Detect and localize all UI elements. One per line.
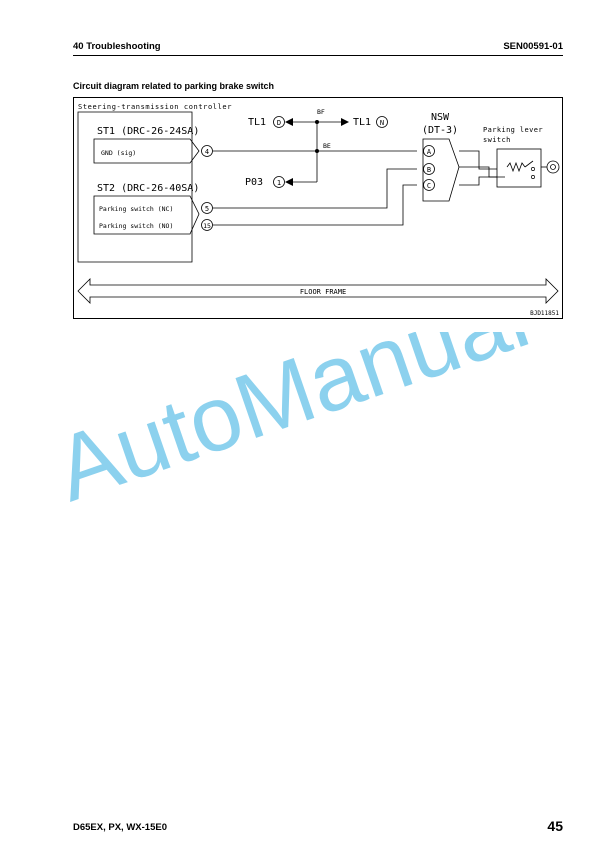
lever-switch-box <box>496 148 542 188</box>
nsw-pin-c: C <box>427 182 431 190</box>
header-rule <box>73 55 563 57</box>
tl1-left-pin-circle <box>273 116 285 128</box>
section-title: Circuit diagram related to parking brake… <box>73 81 275 91</box>
st1-pin-label: GND (sig) <box>101 149 136 157</box>
header-doc-code: SEN00591-01 <box>503 41 563 52</box>
st2-pin1: 5 <box>205 205 209 213</box>
wire-be-label: BE <box>323 142 331 150</box>
tl1-left-label: TL1 <box>248 117 266 128</box>
nsw-connector: (DT-3) <box>422 125 458 136</box>
st2-pin2-label: Parking switch (NO) <box>99 222 173 230</box>
st1-pin: 4 <box>205 148 209 156</box>
p03-pin-circle <box>273 176 285 188</box>
lever-spring <box>506 161 526 173</box>
st2-label: ST2 (DRC-26-40SA) <box>97 183 199 194</box>
arrow-p03 <box>285 178 293 186</box>
p03-label: P03 <box>245 177 263 188</box>
nsw-label: NSW <box>431 112 450 123</box>
footer-models: D65EX, PX, WX-15E0 <box>73 822 167 833</box>
st1-pin-circle <box>201 145 213 157</box>
diagram-frame <box>73 97 563 319</box>
wire-a-out <box>459 150 497 170</box>
st2-pin1-label: Parking switch (NC) <box>99 205 173 213</box>
wire-bf-label: BF <box>317 108 325 116</box>
watermark-text: AutoManual <box>60 332 541 521</box>
nsw-box <box>422 138 460 202</box>
controller-label: Steering-transmission controller <box>78 103 232 111</box>
wire-no <box>213 184 417 226</box>
wire-nc <box>213 168 417 209</box>
header-section: 40 Troubleshooting <box>73 41 161 52</box>
wire-b-out <box>459 166 505 178</box>
st2-pin2-circle <box>201 219 213 231</box>
watermark: AutoManual <box>43 265 570 532</box>
circuit-diagram: Steering-transmission controller ST1 (DR… <box>73 97 563 319</box>
st2-pin1-circle <box>201 202 213 214</box>
tl1-right-pin-circle <box>376 116 388 128</box>
tl1-right-pin: N <box>380 119 384 127</box>
nsw-pin-a-circle <box>423 145 435 157</box>
controller-box <box>77 111 193 263</box>
lever-knob-inner <box>550 164 556 170</box>
arrow-tl1-left <box>285 118 293 126</box>
p03-pin: 1 <box>277 179 281 187</box>
floor-frame-label: FLOOR FRAME <box>300 288 346 296</box>
tl1-left-pin: D <box>277 119 281 127</box>
lever-label-2: switch <box>483 136 511 144</box>
page-number: 45 <box>547 818 563 834</box>
nsw-pin-c-circle <box>423 179 435 191</box>
lever-contact-dot-1 <box>531 167 535 171</box>
st2-pin2: 15 <box>203 222 211 230</box>
lever-contact <box>524 160 534 168</box>
st1-box <box>93 138 200 164</box>
nsw-pin-b: B <box>427 166 431 174</box>
nsw-pin-b-circle <box>423 163 435 175</box>
lever-knob-outer <box>546 160 560 174</box>
tl1-right-label: TL1 <box>353 117 371 128</box>
floor-frame-arrow <box>77 278 559 304</box>
lever-label-1: Parking lever <box>483 126 543 134</box>
arrow-tl1-right <box>341 118 349 126</box>
nsw-pin-a: A <box>427 148 432 156</box>
wire-c-out <box>459 176 497 186</box>
st1-label: ST1 (DRC-26-24SA) <box>97 126 199 137</box>
figure-code: BJD11851 <box>530 310 559 317</box>
st2-box <box>93 195 200 235</box>
lever-contact-dot-2 <box>531 175 535 179</box>
